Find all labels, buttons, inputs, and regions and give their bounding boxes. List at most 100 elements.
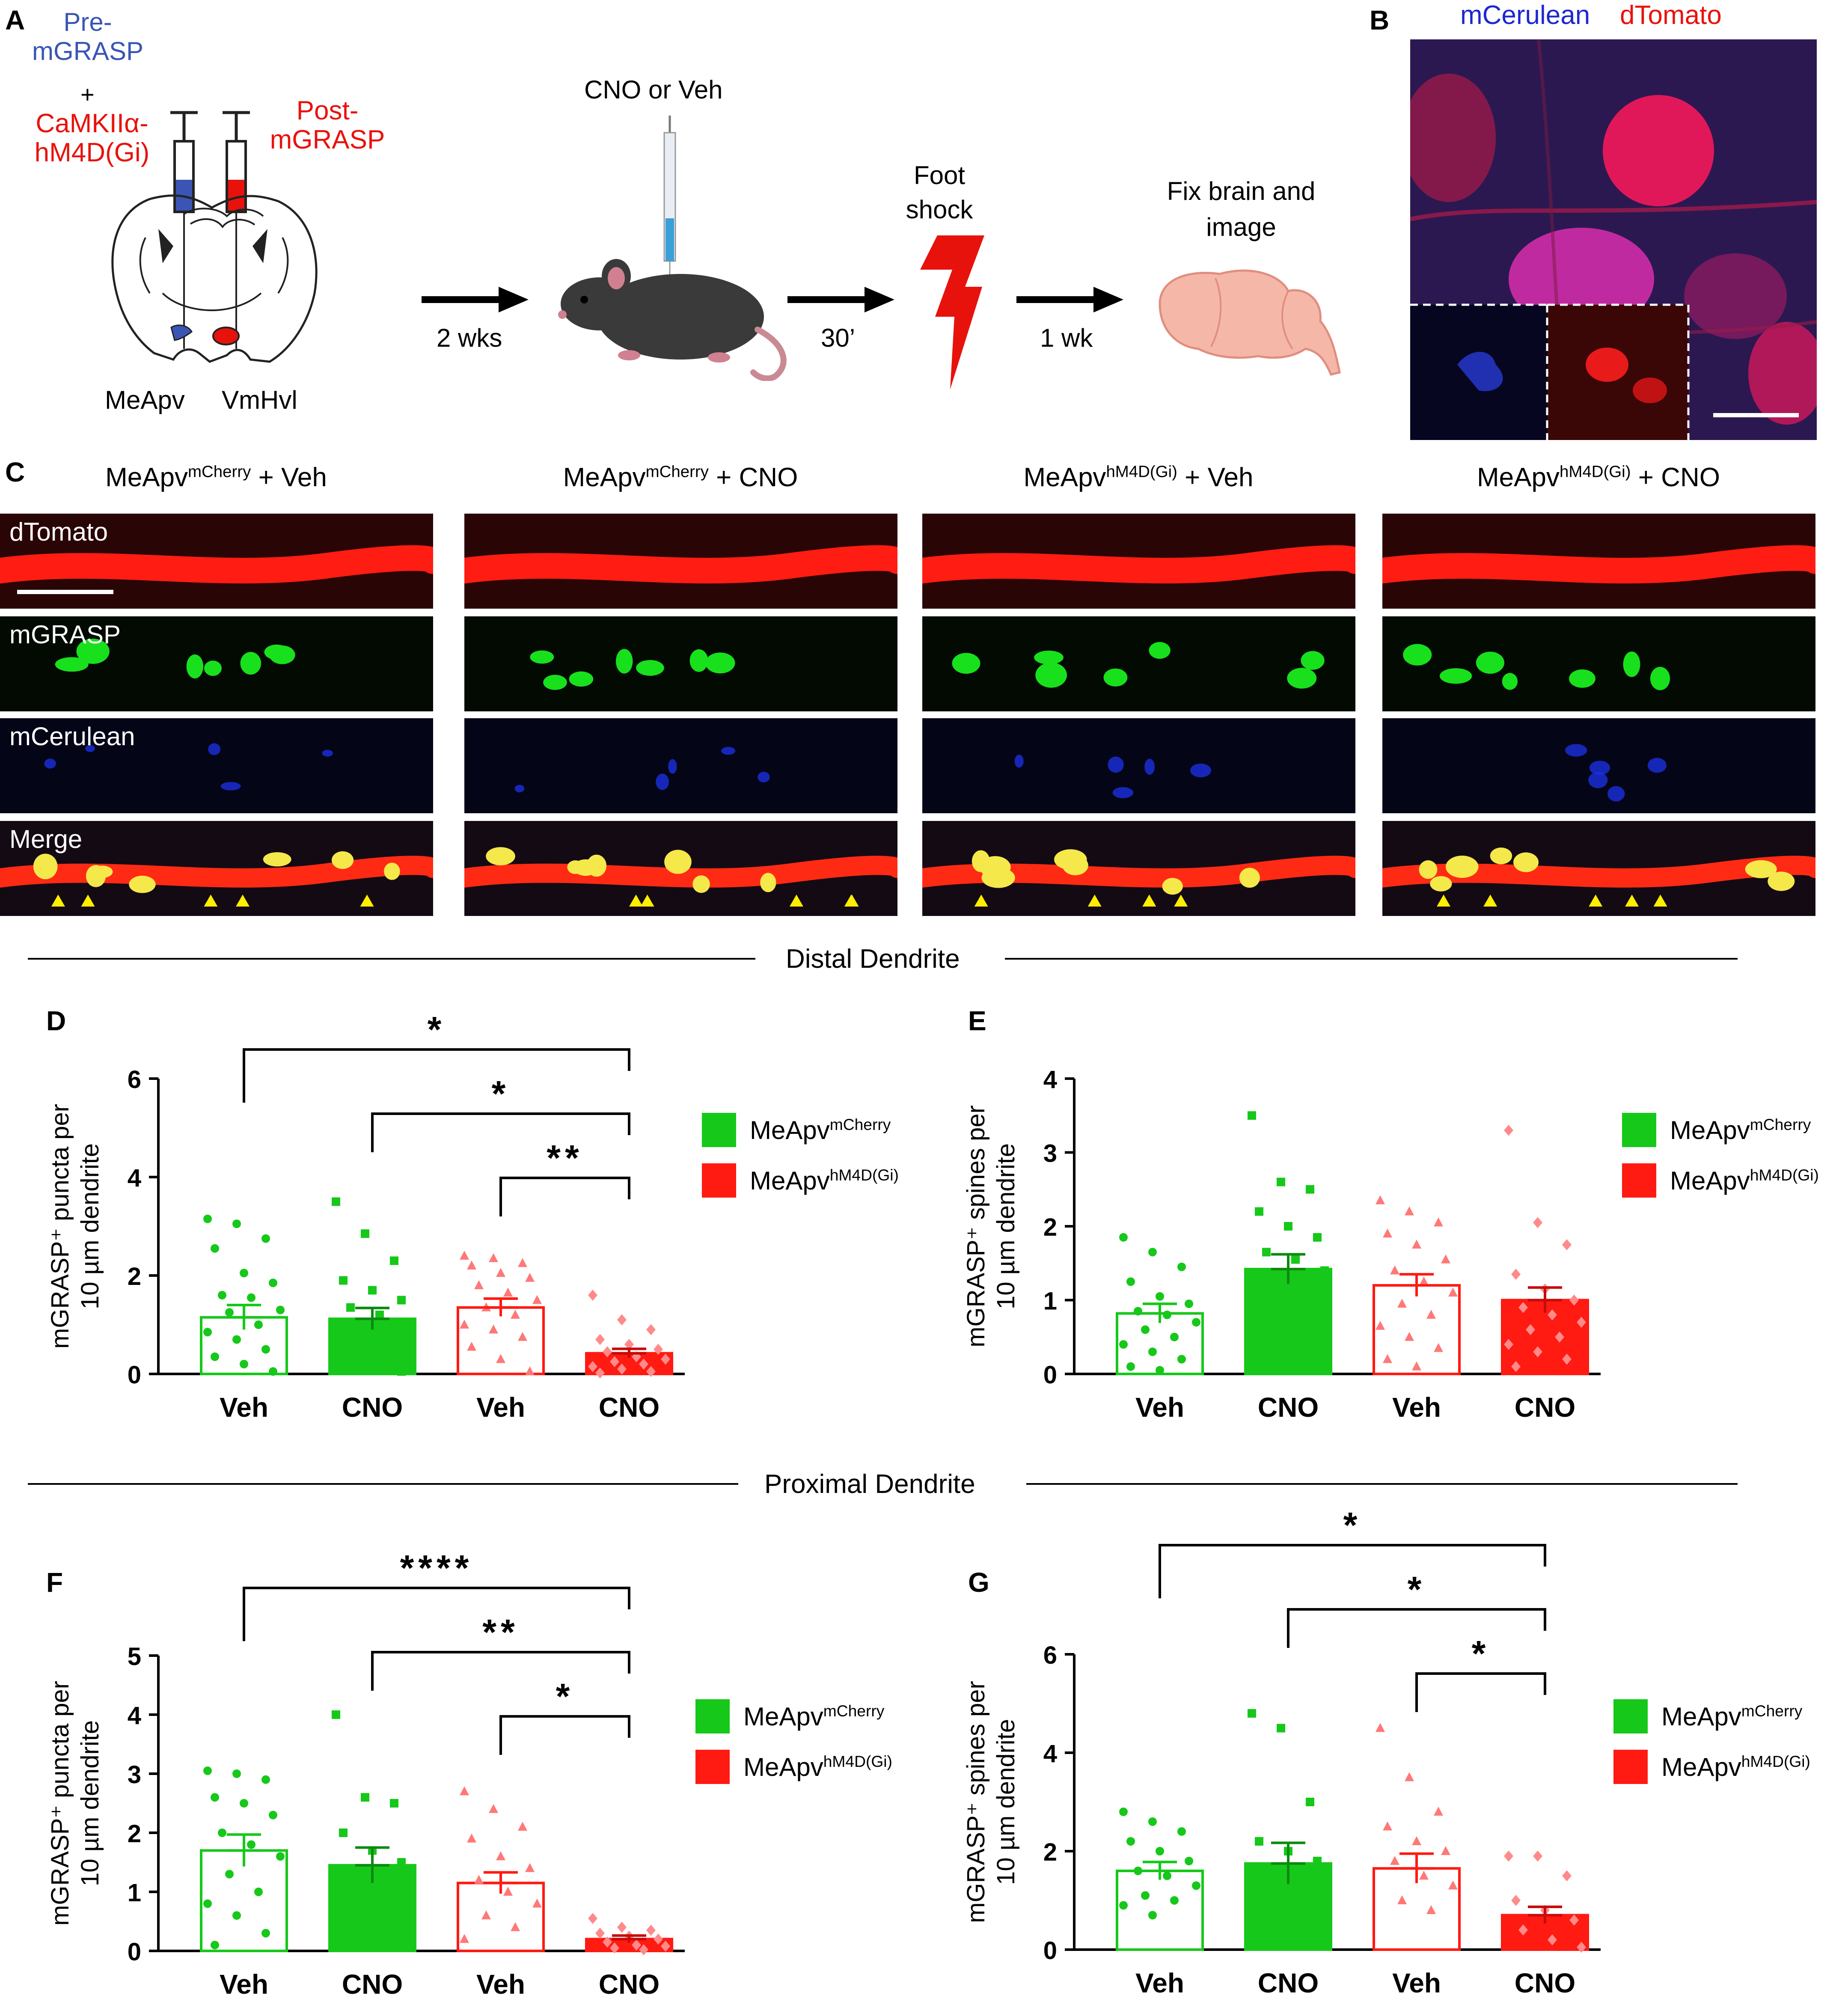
arrowhead-marker bbox=[236, 895, 250, 907]
channel-label: mCerulean bbox=[9, 722, 135, 751]
step1-label: 2 wks bbox=[437, 324, 502, 352]
data-point bbox=[1126, 1362, 1135, 1371]
panel-letter-f: F bbox=[46, 1567, 63, 1598]
micrograph-image bbox=[55, 639, 295, 679]
data-point bbox=[276, 1305, 285, 1314]
micrograph-merge-4 bbox=[1382, 821, 1815, 916]
micrograph-image bbox=[952, 642, 1325, 689]
data-point bbox=[610, 1356, 619, 1368]
data-point bbox=[375, 1882, 384, 1891]
data-point bbox=[1320, 1896, 1329, 1905]
data-point bbox=[1192, 1881, 1200, 1890]
y-tick-label: 2 bbox=[1043, 1213, 1057, 1241]
coronal-section-outline bbox=[111, 194, 318, 363]
data-point bbox=[361, 1793, 369, 1802]
micrograph-image bbox=[1014, 755, 1212, 798]
micrograph-mcerulean-2 bbox=[464, 718, 897, 813]
data-point bbox=[383, 1923, 391, 1932]
data-point bbox=[1376, 1723, 1385, 1732]
data-point bbox=[532, 1295, 542, 1304]
x-tick-label: CNO bbox=[1258, 1392, 1319, 1423]
data-point bbox=[261, 1345, 270, 1354]
data-point bbox=[203, 1328, 212, 1337]
data-point bbox=[639, 1359, 648, 1370]
data-point bbox=[332, 1941, 340, 1950]
x-tick-label: Veh bbox=[1135, 1968, 1184, 1995]
brain-section-diagram bbox=[111, 111, 318, 363]
panel-letter-e: E bbox=[968, 1005, 986, 1036]
plus-label: + bbox=[80, 81, 95, 108]
data-point bbox=[354, 1911, 362, 1920]
data-point bbox=[240, 1799, 248, 1808]
data-point bbox=[1376, 1320, 1385, 1330]
data-point bbox=[610, 1942, 619, 1954]
data-point bbox=[261, 1929, 270, 1938]
data-point bbox=[1405, 1772, 1414, 1781]
data-point bbox=[225, 1870, 234, 1879]
distal-section-label: Distal Dendrite bbox=[786, 944, 960, 974]
significance-label: * bbox=[556, 1676, 574, 1716]
arrowhead-marker bbox=[629, 895, 643, 907]
data-point bbox=[511, 1922, 520, 1931]
data-point bbox=[588, 1290, 597, 1301]
data-point bbox=[203, 1899, 212, 1908]
micrograph-dtomato-4 bbox=[1382, 514, 1815, 609]
micrograph-mcerulean-3 bbox=[922, 718, 1355, 813]
data-point bbox=[332, 1332, 340, 1341]
x-tick-label: CNO bbox=[599, 1392, 660, 1423]
data-point bbox=[1390, 1856, 1399, 1865]
y-axis-label: mGRASP⁺ puncta per10 µm dendrite bbox=[46, 1104, 104, 1349]
y-tick-label: 6 bbox=[128, 1066, 141, 1094]
data-point bbox=[225, 1308, 234, 1317]
data-point bbox=[232, 1769, 241, 1778]
data-point bbox=[661, 1940, 670, 1952]
data-point bbox=[1383, 1228, 1392, 1238]
mouse-icon bbox=[558, 259, 787, 381]
data-point bbox=[1434, 1807, 1443, 1816]
data-point bbox=[361, 1229, 369, 1238]
points-group bbox=[1119, 1808, 1200, 1920]
micrograph-image bbox=[1382, 545, 1815, 584]
data-point bbox=[1397, 1895, 1407, 1904]
data-point bbox=[460, 1251, 469, 1260]
data-point bbox=[1426, 1310, 1436, 1319]
legend-label-hm4d: MeApvhM4D(Gi) bbox=[750, 1166, 899, 1195]
micrograph-image bbox=[922, 545, 1355, 584]
micrograph-image bbox=[0, 545, 433, 594]
micrograph-dtomato-2 bbox=[464, 514, 897, 609]
data-point bbox=[1185, 1299, 1193, 1308]
arrowhead-marker bbox=[1625, 895, 1639, 907]
data-point bbox=[588, 1913, 597, 1924]
proximal-divider-right bbox=[1026, 1483, 1738, 1485]
data-point bbox=[1313, 1857, 1322, 1865]
data-point bbox=[595, 1367, 605, 1379]
data-point bbox=[383, 1328, 391, 1337]
y-tick-label: 3 bbox=[1043, 1140, 1057, 1168]
y-axis-label: mGRASP⁺ puncta per10 µm dendrite bbox=[46, 1681, 104, 1926]
significance-label: ** bbox=[547, 1138, 583, 1178]
legend-swatch-green bbox=[702, 1113, 736, 1147]
data-point bbox=[467, 1261, 476, 1270]
data-point bbox=[1298, 1288, 1307, 1297]
arrowhead-marker bbox=[360, 895, 374, 907]
x-tick-label: CNO bbox=[599, 1969, 660, 1995]
micrograph-mgrasp-2 bbox=[464, 616, 897, 711]
significance-bracket bbox=[371, 1651, 630, 1691]
foot-shock-label: Foot shock bbox=[906, 161, 973, 224]
data-point bbox=[1262, 1362, 1271, 1371]
data-point bbox=[474, 1875, 484, 1884]
chart-e: mGRASP⁺ spines per10 µm dendrite01234Veh… bbox=[962, 1066, 1601, 1423]
legend-label-mcherry: MeApvmCherry bbox=[750, 1115, 891, 1145]
data-point bbox=[218, 1291, 226, 1299]
data-point bbox=[1255, 1329, 1263, 1338]
micrograph-image bbox=[0, 851, 433, 907]
data-point bbox=[1577, 1317, 1586, 1328]
data-point bbox=[211, 1244, 219, 1253]
data-point bbox=[247, 1293, 256, 1302]
data-point bbox=[375, 1311, 384, 1319]
data-point bbox=[460, 1320, 469, 1329]
significance-label: * bbox=[428, 1009, 446, 1050]
chart-f: mGRASP⁺ puncta per10 µm dendrite012345Ve… bbox=[46, 1548, 685, 1995]
x-tick-label: CNO bbox=[1515, 1392, 1575, 1423]
